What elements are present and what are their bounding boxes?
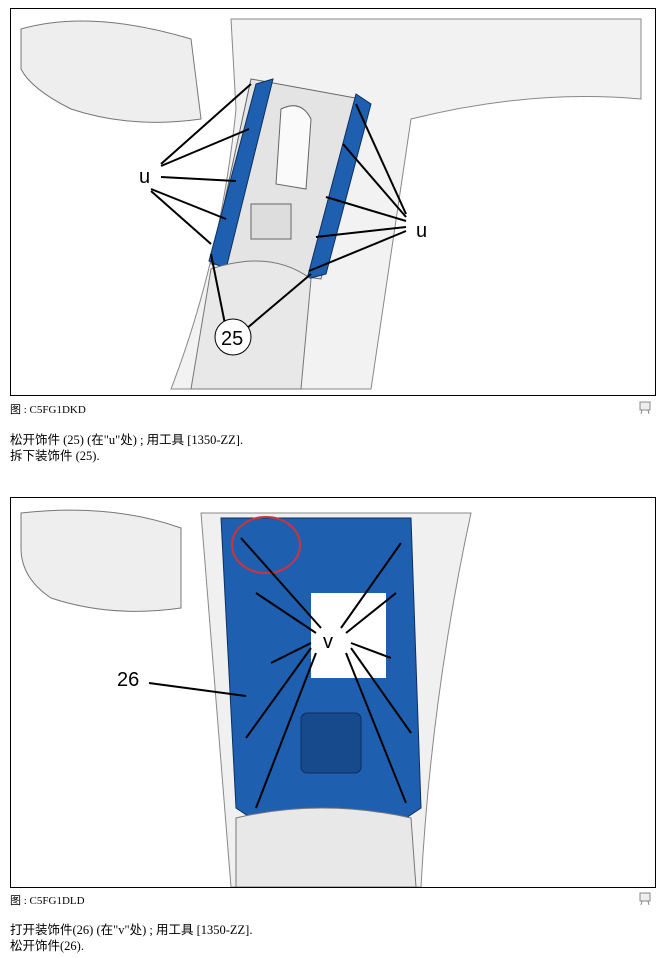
step-text: 松开饰件(26). [10, 939, 84, 953]
step-text: 打开装饰件(26) (在"v"处) ; 用工具 [1350-ZZ]. [10, 923, 253, 937]
figure-1: u u 25 [10, 8, 656, 396]
step-text: 松开饰件 (25) (在"u"处) ; 用工具 [1350-ZZ]. [10, 433, 244, 447]
figure-2-caption: 图 : C5FG1DLD [10, 895, 85, 907]
callout-u-right: u [416, 220, 427, 242]
callout-25: 25 [221, 328, 243, 350]
print-icon[interactable] [638, 400, 652, 414]
figure-1-caption: 图 : C5FG1DKD [10, 404, 86, 416]
callout-26: 26 [117, 669, 139, 691]
print-icon[interactable] [638, 891, 652, 905]
center-console-illustration-1: u u 25 [20, 18, 642, 390]
callout-u-left: u [139, 166, 150, 188]
step-text: 拆下装饰件 (25). [10, 449, 100, 463]
figure-2: v 26 [10, 497, 656, 888]
center-console-illustration-2: v 26 [20, 509, 472, 887]
callout-v: v [323, 631, 333, 653]
